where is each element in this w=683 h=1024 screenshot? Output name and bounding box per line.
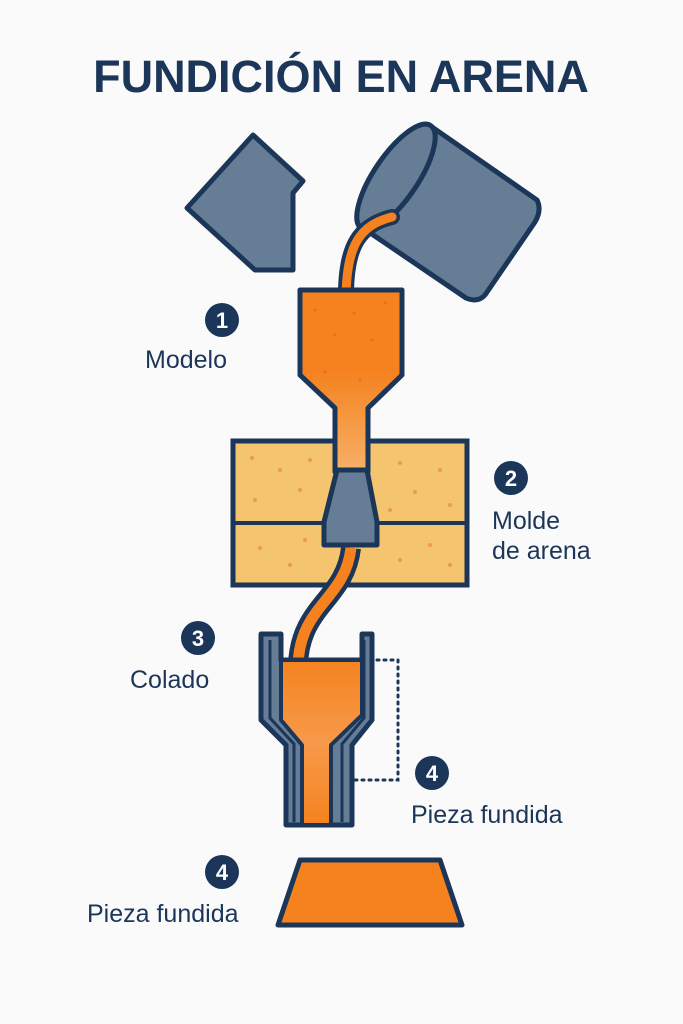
- svg-text:3: 3: [192, 626, 204, 651]
- sprue-core: [321, 467, 380, 548]
- step-4-label: Pieza fundida: [411, 801, 563, 829]
- step-4-badge: 4: [415, 756, 449, 790]
- dotted-connector: [351, 658, 400, 782]
- step-2-label-line1: Molde: [492, 507, 560, 535]
- step-4-label-bottom: Pieza fundida: [87, 900, 239, 928]
- svg-text:4: 4: [216, 860, 229, 885]
- svg-text:1: 1: [216, 308, 228, 333]
- pattern-model-shape: [184, 132, 306, 273]
- svg-text:4: 4: [426, 761, 439, 786]
- step-1-label: Modelo: [145, 346, 227, 374]
- step-4-badge-bottom: 4: [205, 855, 239, 889]
- page-title: FUNDICIÓN EN ARENA: [93, 51, 589, 102]
- step-2-label-line2: de arena: [492, 537, 591, 565]
- cast-piece: [275, 857, 465, 928]
- step-1-badge: 1: [205, 303, 239, 337]
- step-2-badge: 2: [494, 461, 528, 495]
- casting-container: [258, 631, 375, 828]
- step-3-badge: 3: [181, 621, 215, 655]
- svg-text:2: 2: [505, 466, 517, 491]
- ladle-icon: [354, 121, 542, 303]
- step-3-label: Colado: [130, 666, 209, 694]
